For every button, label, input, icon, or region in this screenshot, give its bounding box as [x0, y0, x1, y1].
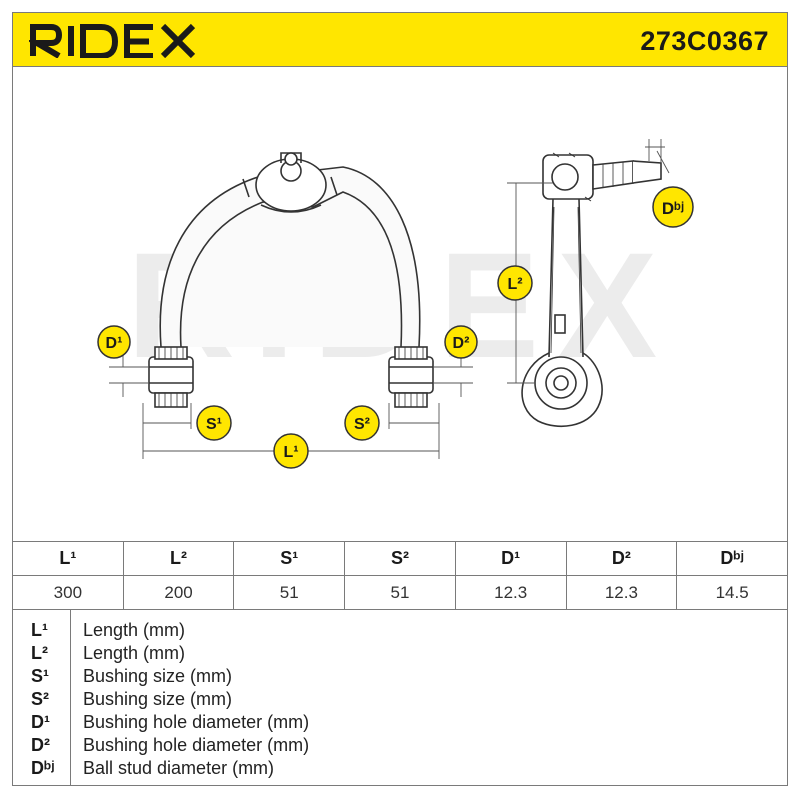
spec-value-dbj: 14.5 — [676, 575, 788, 610]
callout-s2: S² — [344, 405, 380, 441]
spec-value-s1: 51 — [233, 575, 346, 610]
control-arm-side-view — [521, 152, 662, 428]
spec-value-l1: 300 — [12, 575, 124, 610]
legend-item: D¹ Bushing hole diameter (mm) — [13, 711, 789, 733]
spec-value-s2: 51 — [344, 575, 456, 610]
legend-item: Dᵇʲ Ball stud diameter (mm) — [13, 757, 789, 779]
spec-header-s2: S² — [344, 541, 456, 576]
legend-item: D² Bushing hole diameter (mm) — [13, 734, 789, 756]
part-number: 273C0367 — [640, 26, 769, 56]
legend-item: L¹ Length (mm) — [13, 619, 789, 641]
legend-description: Bushing size (mm) — [83, 666, 233, 686]
legend-symbol: S² — [31, 689, 49, 709]
spec-header-s1: S¹ — [233, 541, 346, 576]
svg-text:Dᵇʲ: Dᵇʲ — [662, 199, 684, 218]
spec-table: L¹ L² S¹ S² D¹ D² Dᵇʲ 300 200 51 51 12.3… — [12, 541, 788, 610]
callout-l2: L² — [497, 265, 533, 301]
legend-divider — [70, 609, 71, 785]
svg-text:D²: D² — [453, 335, 470, 352]
spec-table-values-row: 300 200 51 51 12.3 12.3 14.5 — [12, 575, 788, 610]
callout-d2: D² — [444, 325, 478, 359]
legend: L¹ Length (mm) L² Length (mm) S¹ Bushing… — [12, 609, 788, 786]
callout-d1: D¹ — [97, 325, 131, 359]
svg-text:L¹: L¹ — [283, 444, 298, 461]
svg-text:S²: S² — [354, 416, 370, 433]
legend-description: Ball stud diameter (mm) — [83, 758, 275, 778]
spec-table-header-row: L¹ L² S¹ S² D¹ D² Dᵇʲ — [12, 541, 788, 576]
legend-item: S¹ Bushing size (mm) — [13, 665, 789, 687]
svg-text:D¹: D¹ — [106, 335, 123, 352]
spec-header-l2: L² — [122, 541, 235, 576]
legend-item: L² Length (mm) — [13, 642, 789, 664]
callout-l1: L¹ — [273, 433, 309, 469]
spec-header-d1: D¹ — [454, 541, 567, 576]
legend-symbol: S¹ — [31, 666, 49, 686]
callout-s1: S¹ — [196, 405, 232, 441]
spec-header-l1: L¹ — [12, 541, 124, 576]
legend-symbol: Dᵇʲ — [31, 758, 55, 778]
control-arm-front-view — [148, 152, 434, 408]
legend-item: S² Bushing size (mm) — [13, 688, 789, 710]
header-bar: 273C0367 — [12, 12, 788, 67]
spec-value-d1: 12.3 — [454, 575, 567, 610]
technical-drawing: RIDEX — [12, 67, 788, 541]
legend-symbol: L² — [31, 643, 48, 663]
spec-header-dbj: Dᵇʲ — [676, 541, 788, 576]
svg-text:S¹: S¹ — [206, 416, 222, 433]
brand-logo — [26, 22, 199, 63]
spec-value-d2: 12.3 — [565, 575, 678, 610]
legend-description: Length (mm) — [83, 643, 186, 663]
spec-value-l2: 200 — [122, 575, 235, 610]
legend-description: Bushing hole diameter (mm) — [83, 735, 310, 755]
legend-description: Length (mm) — [83, 620, 186, 640]
legend-description: Bushing hole diameter (mm) — [83, 712, 310, 732]
legend-symbol: L¹ — [31, 620, 48, 640]
legend-symbol: D² — [31, 735, 50, 755]
legend-description: Bushing size (mm) — [83, 689, 233, 709]
dimension-lines-side — [507, 139, 670, 384]
legend-symbol: D¹ — [31, 712, 50, 732]
svg-text:L²: L² — [507, 276, 522, 293]
spec-header-d2: D² — [565, 541, 678, 576]
callout-dbj: Dᵇʲ — [652, 186, 694, 228]
